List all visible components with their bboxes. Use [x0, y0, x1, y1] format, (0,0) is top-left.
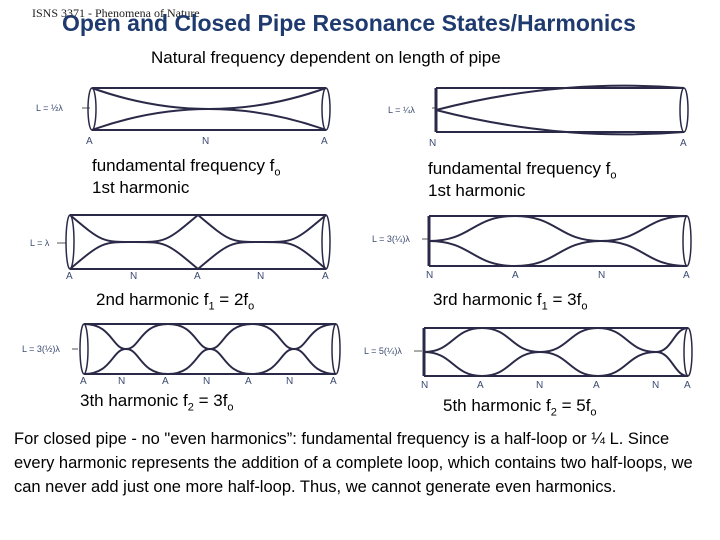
caption-text: 3th harmonic f: [80, 391, 188, 410]
node-label: A: [321, 136, 328, 147]
caption-closed-third-harmonic: 3rd harmonic f1 = 3fo: [433, 290, 587, 312]
caption-open-fundamental: fundamental frequency fo 1st harmonic: [92, 156, 281, 198]
caption-subscript: o: [248, 300, 255, 313]
caption-text: fundamental frequency f: [92, 156, 275, 175]
node-label: A: [684, 380, 691, 391]
caption-text: = 2f: [214, 290, 249, 309]
node-label: A: [322, 271, 329, 282]
length-label: L = 3(¼)λ: [372, 234, 410, 244]
node-label: A: [80, 376, 87, 387]
caption-subscript: o: [590, 406, 597, 419]
caption-subscript: o: [227, 401, 234, 414]
node-label: A: [66, 271, 73, 282]
caption-closed-fifth-harmonic: 5th harmonic f2 = 5fo: [443, 396, 597, 418]
caption-text: fundamental frequency f: [428, 159, 611, 178]
caption-subscript: o: [610, 169, 617, 182]
closed-pipe-fundamental-diagram: L = ¼λ N A: [388, 84, 689, 149]
node-label: N: [286, 376, 293, 387]
caption-open-third-harmonic: 3th harmonic f2 = 3fo: [80, 391, 234, 413]
closed-pipe-third-harmonic-diagram: L = 3(¼)λ N A N A: [372, 214, 692, 281]
open-pipe-second-harmonic-diagram: L = λ A N A N A: [30, 213, 331, 282]
header-note: ISNS 3371 - Phenomena of Nature: [32, 6, 200, 20]
caption-subscript: 2: [187, 401, 194, 414]
node-label: N: [130, 271, 137, 282]
node-label: A: [245, 376, 252, 387]
node-label: A: [86, 136, 93, 147]
length-label: L = ½λ: [36, 103, 63, 113]
node-label: N: [426, 270, 433, 281]
caption-harmonic: 1st harmonic: [92, 178, 190, 198]
standing-wave: [428, 215, 688, 268]
caption-closed-fundamental: fundamental frequency fo 1st harmonic: [428, 159, 617, 201]
node-label: A: [330, 376, 337, 387]
node-label: A: [477, 380, 484, 391]
caption-subscript: o: [274, 166, 281, 179]
standing-wave: [69, 214, 327, 271]
node-label: N: [429, 138, 436, 149]
page-subtitle: Natural frequency dependent on length of…: [151, 48, 501, 67]
caption-text: = 3f: [193, 391, 228, 410]
caption-subscript: 1: [208, 300, 215, 313]
length-label: L = 3(½)λ: [22, 344, 60, 354]
node-label: N: [536, 380, 543, 391]
caption-text: = 5f: [556, 396, 591, 415]
standing-wave: [423, 326, 689, 378]
node-label: A: [194, 271, 201, 282]
open-pipe-fundamental-diagram: L = ½λ A N A: [36, 87, 331, 147]
node-label: N: [202, 136, 209, 147]
node-label: N: [421, 380, 428, 391]
caption-text: 2nd harmonic f: [96, 290, 209, 309]
node-label: N: [203, 376, 210, 387]
length-label: L = ¼λ: [388, 105, 415, 115]
caption-subscript: 2: [550, 406, 557, 419]
caption-text: = 3f: [547, 290, 582, 309]
node-label: N: [598, 270, 605, 281]
caption-text: 3rd harmonic f: [433, 290, 542, 309]
caption-harmonic: 1st harmonic: [428, 181, 526, 201]
caption-open-second-harmonic: 2nd harmonic f1 = 2fo: [96, 290, 254, 312]
caption-subscript: o: [581, 300, 588, 313]
standing-wave: [91, 87, 327, 131]
page-title: Open and Closed Pipe Resonance States/Ha…: [62, 10, 636, 36]
node-label: A: [593, 380, 600, 391]
standing-wave: [428, 214, 688, 267]
node-label: N: [118, 376, 125, 387]
standing-wave: [435, 84, 685, 136]
node-label: A: [512, 270, 519, 281]
explanation-text: For closed pipe - no "even harmonics”: f…: [14, 430, 693, 496]
length-label: L = λ: [30, 238, 50, 248]
node-label: N: [652, 380, 659, 391]
standing-wave: [83, 322, 337, 376]
node-label: N: [257, 271, 264, 282]
caption-text: 5th harmonic f: [443, 396, 551, 415]
node-label: A: [683, 270, 690, 281]
closed-pipe-fifth-harmonic-diagram: L = 5(¼)λ N A N A N A: [364, 326, 693, 391]
caption-subscript: 1: [541, 300, 548, 313]
node-label: A: [162, 376, 169, 387]
node-label: A: [680, 138, 687, 149]
standing-wave: [69, 213, 327, 270]
open-pipe-third-harmonic-diagram: L = 3(½)λ A N A N A N A: [22, 322, 341, 387]
length-label: L = 5(¼)λ: [364, 346, 402, 356]
